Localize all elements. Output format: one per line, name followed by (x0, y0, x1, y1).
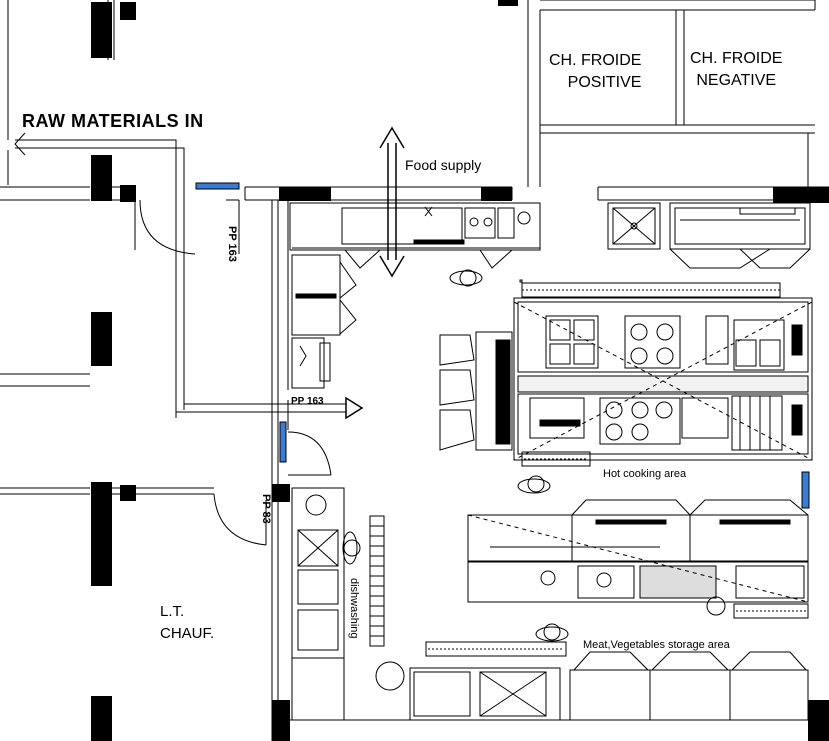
lt-chauf-line1: L.T. (160, 603, 185, 620)
door-pp163-top (134, 182, 240, 255)
raw-materials-label: RAW MATERIALS IN (22, 111, 204, 131)
middle-counter (467, 499, 809, 603)
cold-room-negative-line2: NEGATIVE (696, 72, 777, 89)
top-counter (289, 202, 811, 269)
door-pp163-mid (279, 421, 332, 476)
dishwashing-label: dishwashing (348, 578, 360, 639)
left-wall-units (291, 254, 357, 389)
cold-room-negative-line1: CH. FROIDE (690, 50, 783, 67)
hot-cooking-area-label: Hot cooking area (603, 468, 687, 480)
chef-icon (342, 269, 726, 642)
food-supply-label: Food supply (405, 157, 482, 173)
lt-chauf-label: L.T. CHAUF. (160, 601, 214, 645)
cold-room-positive-line2: POSITIVE (567, 74, 642, 91)
door-light-icon (801, 471, 810, 509)
lt-chauf-line2: CHAUF. (160, 625, 215, 642)
cold-room-positive-label: CH. FROIDE POSITIVE (549, 50, 641, 94)
door-pp163-mid-label: PP 163 (291, 396, 324, 407)
wall-columns (91, 0, 829, 741)
door-pp163-top-label: PP 163 (226, 226, 238, 262)
cold-room-negative-label: CH. FROIDE NEGATIVE (690, 48, 782, 92)
arrow-right-icon (345, 396, 364, 420)
door-pp83-label: PP 83 (260, 494, 272, 524)
door-pp83 (213, 493, 267, 546)
dishwashing-area (291, 487, 385, 659)
raw-materials-flow-path (14, 132, 364, 420)
double-arrow-icon (379, 126, 405, 278)
meat-vegetables-storage-label: Meat,Vegetables storage area (583, 639, 730, 651)
cold-room-positive-line1: CH. FROIDE (549, 52, 642, 69)
storage-row (278, 603, 809, 721)
cooking-island (439, 279, 813, 467)
